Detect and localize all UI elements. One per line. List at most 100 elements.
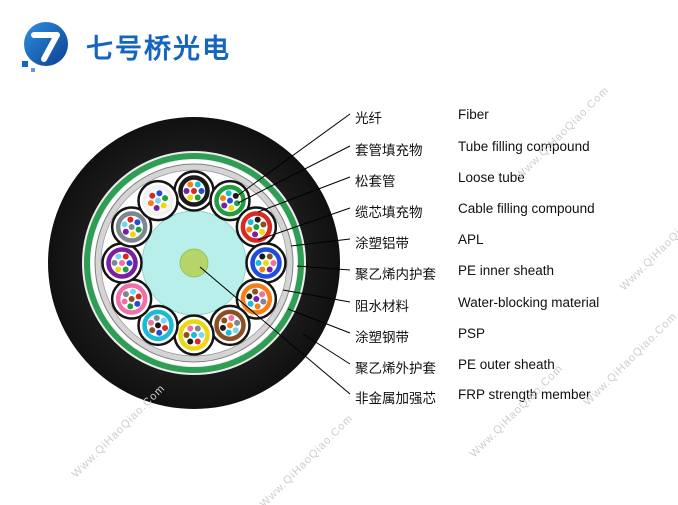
label-en: PSP	[458, 326, 486, 341]
fiber-dot	[191, 332, 197, 338]
fiber-dot	[232, 327, 239, 334]
label-zh: 涂塑钢带	[355, 330, 409, 345]
fiber-dot	[187, 325, 194, 332]
fiber-dot	[266, 253, 273, 260]
leader-line-psp	[287, 308, 351, 334]
fiber-dot	[253, 224, 260, 230]
fiber-dot	[198, 188, 205, 194]
leader-line-tube-filling	[237, 145, 351, 204]
leader-line-fiber	[236, 113, 351, 197]
fiber-dot	[129, 231, 136, 238]
label-zh: 松套管	[355, 174, 396, 189]
label-zh: 涂塑铝带	[355, 236, 409, 251]
fiber-dot	[270, 260, 277, 267]
fiber-dot	[219, 195, 226, 202]
fiber-dot	[183, 331, 190, 338]
legend-row-apl: 涂塑铝带 APL	[355, 232, 484, 252]
label-zh: 光纤	[355, 111, 382, 126]
fiber-dot	[259, 291, 266, 298]
fiber-dot	[121, 221, 128, 228]
fiber-dot	[162, 195, 169, 202]
fiber-dot	[254, 216, 261, 223]
fiber-dot	[227, 322, 233, 329]
fiber-dot	[155, 197, 161, 204]
fiber-dot	[160, 202, 167, 209]
fiber-dot	[225, 329, 232, 336]
fiber-dot	[134, 219, 141, 226]
legend-row-frp: 非金属加强芯 FRP strength member	[355, 387, 591, 407]
fiber-dot	[126, 260, 133, 267]
fiber-dot	[153, 314, 160, 321]
fiber-dot	[149, 327, 156, 334]
logo-seven	[31, 32, 60, 62]
fiber-dot	[260, 298, 267, 305]
legend-row-psp: 涂塑钢带 PSP	[355, 326, 485, 346]
label-zh: 套管填充物	[355, 143, 423, 158]
fiber-dot	[246, 293, 253, 300]
legend-row-loose-tube: 松套管 Loose tube	[355, 170, 525, 190]
fiber-dot	[122, 253, 129, 260]
label-en: Cable filling compound	[458, 201, 595, 216]
label-zh: 缆芯填充物	[355, 205, 423, 220]
fiber-dot	[191, 188, 197, 194]
legend-row-fiber: 光纤 Fiber	[355, 107, 489, 127]
leader-lines-group	[199, 113, 351, 395]
fiber-dot	[259, 228, 266, 235]
leader-line-apl	[290, 238, 351, 247]
fiber-dot	[194, 325, 201, 332]
label-en: Tube filling compound	[458, 139, 590, 154]
psp-ring	[84, 153, 304, 373]
legend-row-tube-filling: 套管填充物 Tube filling compound	[355, 139, 590, 159]
fiber-dot	[254, 303, 261, 310]
label-en: Loose tube	[458, 170, 525, 185]
leader-line-water-blocking	[282, 289, 351, 303]
label-zh: 聚乙烯内护套	[355, 267, 436, 282]
fiber-dot	[135, 293, 142, 300]
leader-line-pe-outer	[302, 333, 351, 365]
legend-row-pe-outer: 聚乙烯外护套 PE outer sheath	[355, 357, 555, 377]
logo-square	[22, 61, 28, 67]
fiber-dot	[187, 338, 194, 345]
fiber-dot	[252, 231, 259, 238]
legend-row-cable-filling: 缆芯填充物 Cable filling compound	[355, 201, 595, 221]
fiber-dot	[263, 260, 269, 266]
fiber-dot	[255, 259, 262, 266]
fiber-dot	[122, 266, 129, 273]
fiber-dot	[111, 259, 118, 266]
fiber-dot	[147, 319, 154, 326]
fiber-dot	[252, 288, 259, 295]
fiber-dot	[219, 324, 226, 331]
fiber-dot	[227, 197, 233, 204]
fiber-dot	[187, 194, 194, 201]
fiber-dot	[162, 324, 169, 331]
fiber-dot	[246, 226, 253, 233]
fiber-dot	[225, 190, 232, 197]
fiber-dot	[127, 303, 134, 310]
fiber-dot	[183, 188, 190, 194]
fiber-dot	[234, 319, 241, 326]
fiber-dot	[247, 219, 254, 226]
fiber-dot	[149, 192, 156, 199]
fiber-dot	[266, 266, 273, 273]
fiber-dot	[122, 228, 129, 235]
fiber-dot	[156, 190, 163, 197]
leader-line-loose-tube	[257, 176, 351, 213]
fiber-dot	[194, 338, 201, 345]
fiber-dot	[156, 329, 163, 336]
fiber-dot	[155, 322, 161, 329]
leader-line-cable-filling	[257, 207, 351, 241]
fiber-dot	[221, 317, 228, 324]
fiber-dot	[127, 216, 134, 223]
label-zh: 阻水材料	[355, 299, 409, 314]
fiber-dot	[160, 317, 167, 324]
logo-icon	[22, 22, 68, 72]
label-en: FRP strength member	[458, 387, 591, 402]
fiber-dot	[122, 291, 129, 298]
fiber-dot	[147, 200, 154, 207]
label-en: PE inner sheath	[458, 263, 555, 278]
fiber-dot	[115, 266, 122, 273]
fiber-dot	[260, 221, 267, 228]
fiber-dot	[259, 266, 266, 273]
